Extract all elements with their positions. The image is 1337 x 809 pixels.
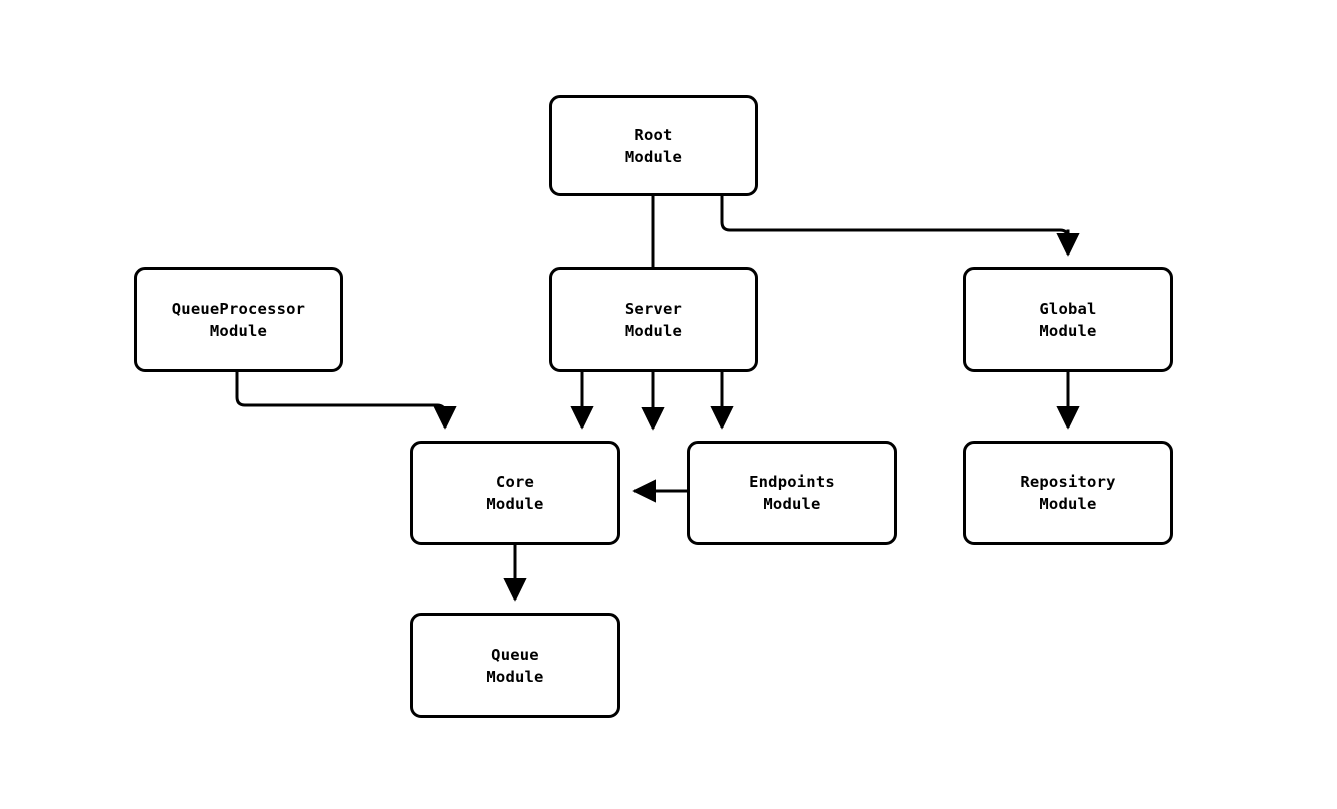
node-global-module[interactable]: Global Module: [963, 267, 1173, 372]
node-queue-module[interactable]: Queue Module: [410, 613, 620, 718]
node-queueprocessor-module-line2: Module: [209, 321, 268, 340]
node-repository-module-line2: Module: [1039, 495, 1097, 513]
node-queueprocessor-module-line1: QueueProcessor: [171, 299, 306, 318]
node-endpoints-module[interactable]: Endpoints Module: [687, 441, 897, 545]
node-global-module-line2: Module: [1039, 321, 1097, 340]
node-root-module[interactable]: Root Module: [549, 95, 758, 196]
node-repository-module[interactable]: Repository Module: [963, 441, 1173, 545]
node-queue-module-line2: Module: [486, 667, 544, 686]
node-repository-module-line1: Repository: [1020, 473, 1116, 491]
node-server-module-line2: Module: [624, 321, 683, 340]
node-core-module[interactable]: Core Module: [410, 441, 620, 545]
node-server-module-line1: Server: [624, 299, 683, 318]
edge-queueprocessor-core: [235, 372, 457, 430]
node-root-module-line1: Root: [634, 125, 673, 144]
node-core-module-line2: Module: [486, 495, 544, 513]
node-server-module[interactable]: Server Module: [549, 267, 758, 372]
node-root-module-line2: Module: [624, 147, 683, 166]
node-global-module-line1: Global: [1039, 299, 1097, 318]
node-endpoints-module-line1: Endpoints: [749, 473, 835, 491]
edge-root-global: [720, 196, 1070, 239]
node-core-module-line1: Core: [495, 473, 535, 491]
node-queue-module-line1: Queue: [491, 645, 539, 664]
node-queueprocessor-module[interactable]: QueueProcessor Module: [134, 267, 343, 372]
node-endpoints-module-line2: Module: [763, 495, 821, 513]
